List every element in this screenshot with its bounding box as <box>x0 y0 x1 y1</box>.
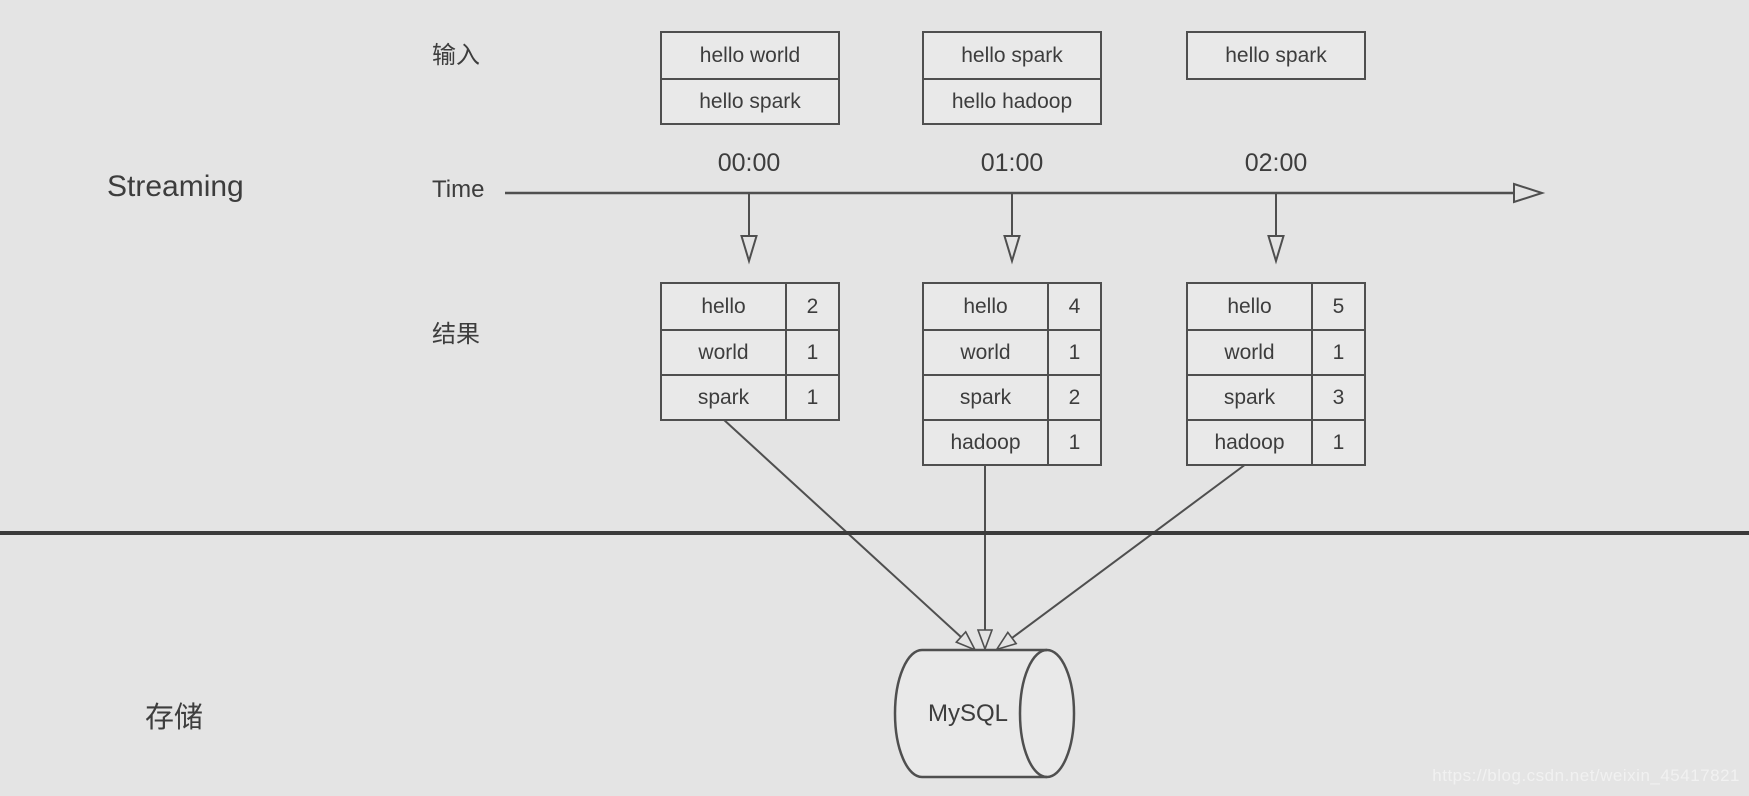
streaming-section-label: Streaming <box>107 170 244 203</box>
word-cell: world <box>960 340 1011 364</box>
tick-arrow-0200 <box>1267 193 1285 265</box>
result-row: spark 3 <box>1188 374 1364 419</box>
time-axis-label: Time <box>432 176 485 203</box>
input-line: hello hadoop <box>924 78 1100 123</box>
input-line: hello spark <box>961 43 1063 67</box>
result-table-2: hello 4 world 1 spark 2 hadoop 1 <box>922 282 1102 466</box>
result-row: world 1 <box>924 329 1100 374</box>
tick-label-0100: 01:00 <box>980 149 1044 177</box>
result-table-1: hello 2 world 1 spark 1 <box>660 282 840 421</box>
input-section-label: 输入 <box>432 42 480 69</box>
tick-label-0000: 00:00 <box>717 149 781 177</box>
result-row: spark 1 <box>662 374 838 419</box>
result-row: hadoop 1 <box>924 419 1100 464</box>
result-row: hello 5 <box>1188 284 1364 329</box>
result-section-label: 结果 <box>432 321 480 348</box>
tick-arrow-0000 <box>740 193 758 265</box>
result-row: world 1 <box>662 329 838 374</box>
tick-arrow-0100 <box>1003 193 1021 265</box>
result-row: hadoop 1 <box>1188 419 1364 464</box>
count-cell: 1 <box>1047 421 1100 464</box>
storage-section-label: 存储 <box>145 702 204 734</box>
result-row: world 1 <box>1188 329 1364 374</box>
count-cell: 4 <box>1047 284 1100 329</box>
word-cell: hadoop <box>950 430 1021 454</box>
count-cell: 1 <box>1311 331 1364 374</box>
count-cell: 5 <box>1311 284 1364 329</box>
input-line: hello world <box>699 43 801 67</box>
word-cell: spark <box>1223 385 1276 409</box>
word-cell: hello <box>701 294 746 318</box>
word-cell: spark <box>959 385 1012 409</box>
word-cell: spark <box>697 385 750 409</box>
result-table-3: hello 5 world 1 spark 3 hadoop 1 <box>1186 282 1366 466</box>
count-cell: 1 <box>1311 421 1364 464</box>
count-cell: 2 <box>785 284 838 329</box>
arrow-result3-to-mysql <box>1012 463 1247 638</box>
result-row: hello 4 <box>924 284 1100 329</box>
word-cell: hadoop <box>1214 430 1285 454</box>
result-row: hello 2 <box>662 284 838 329</box>
count-cell: 1 <box>1047 331 1100 374</box>
section-divider-line <box>0 531 1749 535</box>
word-cell: world <box>1224 340 1275 364</box>
count-cell: 2 <box>1047 376 1100 419</box>
input-batch-1: hello world hello spark <box>660 31 840 125</box>
count-cell: 3 <box>1311 376 1364 419</box>
result-row: spark 2 <box>924 374 1100 419</box>
tick-label-0200: 02:00 <box>1244 149 1308 177</box>
count-cell: 1 <box>785 331 838 374</box>
time-axis-arrow <box>505 182 1546 204</box>
word-cell: hello <box>963 294 1008 318</box>
mysql-database-label: MySQL <box>927 700 1008 727</box>
input-line: hello spark <box>662 78 838 123</box>
input-batch-3: hello spark <box>1186 31 1366 80</box>
watermark-url: https://blog.csdn.net/weixin_45417821 <box>1432 766 1740 785</box>
count-cell: 1 <box>785 376 838 419</box>
input-batch-2: hello spark hello hadoop <box>922 31 1102 125</box>
word-cell: hello <box>1227 294 1272 318</box>
word-cell: world <box>698 340 749 364</box>
input-line: hello spark <box>1225 43 1327 67</box>
